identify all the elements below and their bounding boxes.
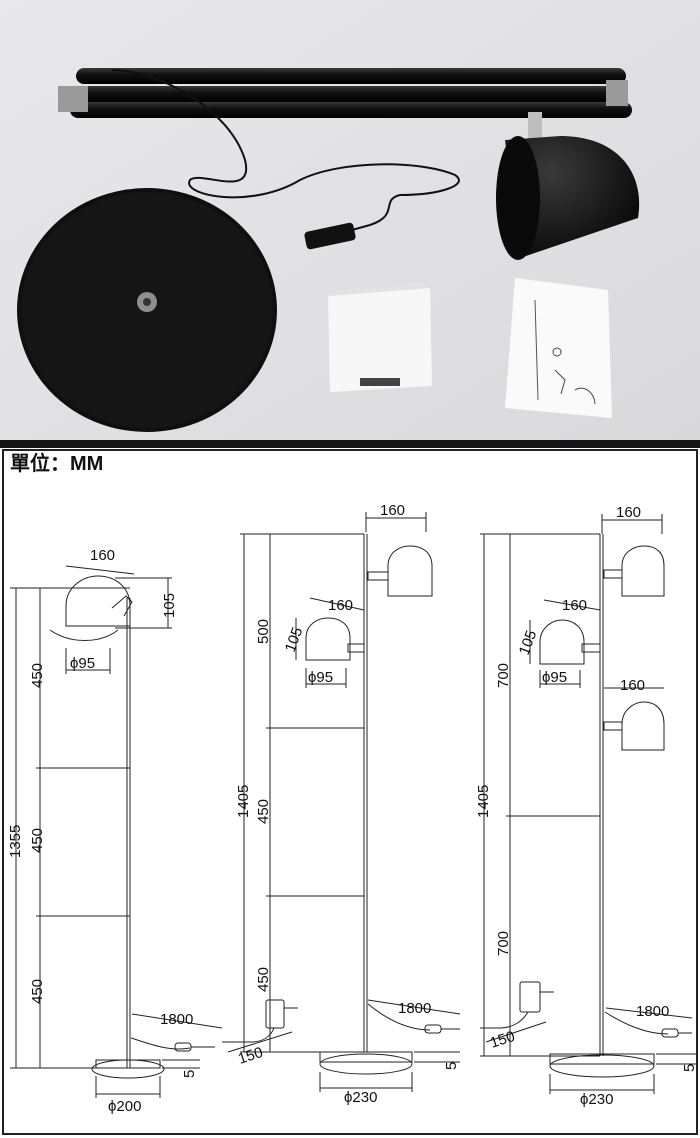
section-divider [0, 440, 700, 448]
lamp-3-head-low-width: 160 [620, 677, 645, 694]
lamp-2-drawing: 160 160 105 ϕ95 1405 500 450 450 1800 15… [222, 502, 461, 1106]
lamp-3-segment-bottom: 700 [495, 931, 512, 956]
lamp-2-cable-length: 1800 [398, 1000, 431, 1017]
lamp-2-total-height: 1405 [235, 785, 252, 818]
lamp-1-drawing: 160 105 ϕ95 1355 450 450 450 1800 ϕ200 5 [7, 547, 223, 1115]
lamp-2-segment-top: 500 [255, 619, 272, 644]
lamp-3-drawing: 160 160 160 105 ϕ95 1405 700 700 1800 15… [475, 504, 698, 1108]
lamp-2-base-dia: ϕ230 [344, 1089, 377, 1106]
unit-label: 單位：MM [10, 451, 103, 475]
lamp-2-adapter-length: 150 [236, 1044, 265, 1068]
lamp-3-head-top-width: 160 [616, 504, 641, 521]
instruction-manual [505, 278, 612, 418]
cable-plug [304, 222, 356, 250]
lamp-base [17, 188, 277, 432]
lamp-3-base-thickness: 5 [681, 1064, 698, 1072]
power-cable [111, 69, 460, 237]
packaging-box [328, 282, 432, 392]
lamp-2-head-dia: ϕ95 [308, 669, 333, 686]
lamp-1-cable-length: 1800 [160, 1011, 193, 1028]
lamp-3-segment-top: 700 [495, 663, 512, 688]
lamp-3-head-dia: ϕ95 [542, 669, 567, 686]
lamp-3-base-dia: ϕ230 [580, 1091, 613, 1108]
lamp-3-total-height: 1405 [475, 785, 492, 818]
lamp-1-base-dia: ϕ200 [108, 1098, 141, 1115]
lamp-2-head-mid-width: 160 [328, 597, 353, 614]
lamp-2-segment-mid: 450 [255, 799, 272, 824]
lamp-2-head-top-width: 160 [380, 502, 405, 519]
lamp-3-cable-length: 1800 [636, 1003, 669, 1020]
lamp-1-head-width: 160 [90, 547, 115, 564]
lamp-1-segment-1: 450 [29, 663, 46, 688]
dimension-diagram: 單位：MM 160 105 ϕ95 13 [0, 448, 700, 1138]
lamp-rods [58, 68, 632, 118]
lamp-1-segment-3: 450 [29, 979, 46, 1004]
lamp-3-head-mid-width: 160 [562, 597, 587, 614]
lamp-1-segment-2: 450 [29, 828, 46, 853]
lamp-1-head-height: 105 [161, 593, 178, 618]
product-photo [0, 0, 700, 440]
lamp-2-segment-bottom: 450 [255, 967, 272, 992]
lamp-3-adapter-length: 150 [488, 1028, 517, 1052]
lamp-2-base-thickness: 5 [443, 1062, 460, 1070]
lamp-head [496, 112, 640, 260]
lamp-1-total-height: 1355 [7, 825, 24, 858]
lamp-1-base-thickness: 5 [181, 1070, 198, 1078]
lamp-1-head-dia: ϕ95 [70, 655, 95, 672]
